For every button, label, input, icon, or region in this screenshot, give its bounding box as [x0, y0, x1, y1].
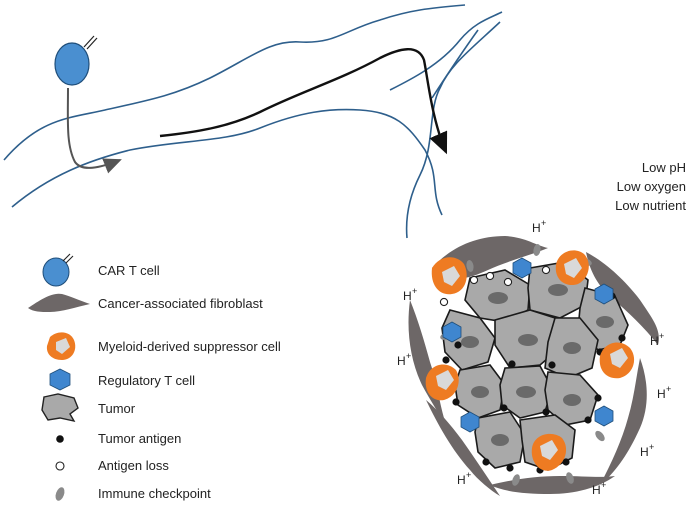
mdsc-cells: [425, 250, 635, 471]
fibroblast-icon: [28, 293, 90, 312]
svg-text:+: +: [601, 480, 606, 490]
legend-label-antigen-loss: Antigen loss: [98, 458, 169, 473]
legend-label-treg: Regulatory T cell: [98, 373, 196, 388]
svg-text:H: H: [657, 387, 666, 401]
treg-icon: [49, 368, 71, 391]
regulatory-t-cells: [442, 257, 614, 433]
svg-text:H: H: [457, 473, 466, 487]
mdsc: [555, 250, 589, 286]
vessel-branch-left-wall: [389, 11, 503, 91]
antigen-loss-markers: [439, 265, 551, 307]
condition-low-oxygen: Low oxygen: [616, 179, 686, 194]
tumor-icon: [41, 393, 79, 423]
svg-text:H: H: [650, 334, 659, 348]
tumor-microenvironment: H+ H+ H+ H+ H+ H+ H+ H+: [397, 218, 671, 497]
antigen-loss-icon: [55, 461, 65, 471]
vessel-inner-left: [431, 29, 479, 99]
mdsc: [531, 433, 567, 471]
vessel-lower-wall-left: [11, 108, 443, 216]
legend-label-immune-checkpoint: Immune checkpoint: [98, 486, 211, 501]
mdsc-icon: [46, 332, 76, 360]
svg-text:+: +: [649, 442, 654, 452]
mdsc: [599, 342, 635, 379]
svg-text:+: +: [659, 331, 664, 341]
migration-arrow-black: [159, 48, 448, 155]
condition-low-ph: Low pH: [641, 160, 686, 175]
legend-label-tumor: Tumor: [98, 401, 136, 416]
svg-text:+: +: [406, 351, 411, 361]
proton-label: H+: [403, 286, 417, 303]
mdsc: [431, 257, 467, 295]
svg-text:H: H: [397, 354, 406, 368]
proton-label: H+: [650, 331, 664, 348]
proton-label: H+: [592, 480, 606, 497]
svg-text:+: +: [541, 218, 546, 228]
legend-icons: [28, 253, 90, 501]
tumor-conditions: Low pH Low oxygen Low nutrient: [615, 158, 686, 215]
legend-label-car-t-cell: CAR T cell: [98, 263, 160, 278]
vessel-upper-wall: [3, 4, 466, 161]
legend-label-tumor-antigen: Tumor antigen: [98, 431, 182, 446]
immune-checkpoint-icon: [55, 487, 65, 501]
car-t-cell-migrating: [54, 35, 98, 86]
svg-text:H: H: [592, 483, 601, 497]
condition-low-nutrient: Low nutrient: [615, 198, 686, 213]
tumor-antigen-icon: [56, 435, 64, 443]
proton-label: H+: [640, 442, 654, 459]
blood-vessel: [3, 4, 503, 239]
proton-label: H+: [657, 384, 671, 401]
vessel-branch-right-wall: [405, 21, 501, 239]
tumor-nuclei: [461, 284, 614, 448]
proton-labels: H+ H+ H+ H+ H+ H+ H+ H+: [397, 218, 671, 497]
svg-text:+: +: [666, 384, 671, 394]
mdsc: [425, 364, 459, 401]
proton-label: H+: [397, 351, 411, 368]
svg-text:H: H: [403, 289, 412, 303]
svg-text:H: H: [532, 221, 541, 235]
migration-arrow-gray: [66, 87, 122, 174]
legend-label-mdsc: Myeloid-derived suppressor cell: [98, 339, 281, 354]
svg-text:H: H: [640, 445, 649, 459]
proton-label: H+: [457, 470, 471, 487]
proton-label: H+: [532, 218, 546, 235]
svg-text:+: +: [412, 286, 417, 296]
svg-text:+: +: [466, 470, 471, 480]
car-t-cell-icon: [42, 253, 74, 287]
legend-label-fibroblast: Cancer-associated fibroblast: [98, 296, 263, 311]
